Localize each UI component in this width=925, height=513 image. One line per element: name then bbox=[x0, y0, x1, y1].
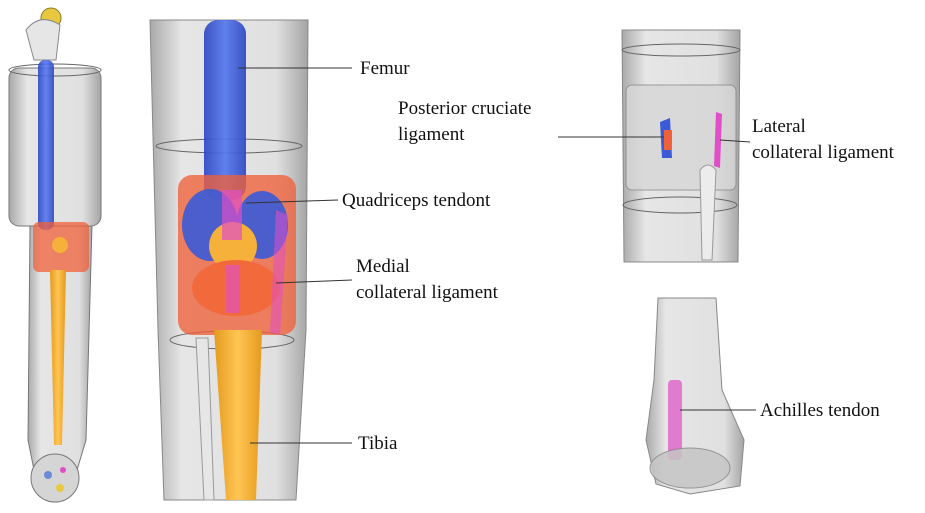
patella-small bbox=[52, 237, 68, 253]
label-achilles-tendon: Achilles tendon bbox=[760, 400, 880, 422]
label-tibia: Tibia bbox=[358, 433, 397, 455]
femur-bone-small bbox=[38, 60, 54, 230]
label-posterior-line1: Posterior cruciate bbox=[398, 98, 531, 120]
foot-detail-2 bbox=[56, 484, 64, 492]
patellar-ligament bbox=[226, 265, 240, 313]
label-quadriceps-tendont: Quadriceps tendont bbox=[342, 190, 490, 212]
foot-detail-3 bbox=[60, 467, 66, 473]
femur-shaft bbox=[204, 20, 246, 200]
label-medial-line1: Medial bbox=[356, 256, 410, 278]
achilles-tendon-band bbox=[668, 380, 682, 460]
femur-head bbox=[26, 20, 60, 60]
quadriceps-tendon-band bbox=[222, 190, 242, 240]
foot-detail-1 bbox=[44, 471, 52, 479]
label-femur: Femur bbox=[360, 58, 410, 80]
leg-skin-thigh bbox=[9, 68, 101, 226]
knee-closeup-model bbox=[150, 20, 308, 500]
posterior-cruciate-marker-red bbox=[664, 130, 672, 150]
label-posterior-line2: ligament bbox=[398, 124, 464, 146]
label-medial-line2: collateral ligament bbox=[356, 282, 498, 304]
heel-bone bbox=[650, 448, 730, 488]
full-leg-model bbox=[9, 8, 101, 502]
label-lateral-line2: collateral ligament bbox=[752, 142, 894, 164]
knee-posterior-model bbox=[622, 30, 740, 262]
ankle-model bbox=[646, 298, 744, 494]
foot-small bbox=[31, 454, 79, 502]
label-lateral-line1: Lateral bbox=[752, 116, 806, 138]
